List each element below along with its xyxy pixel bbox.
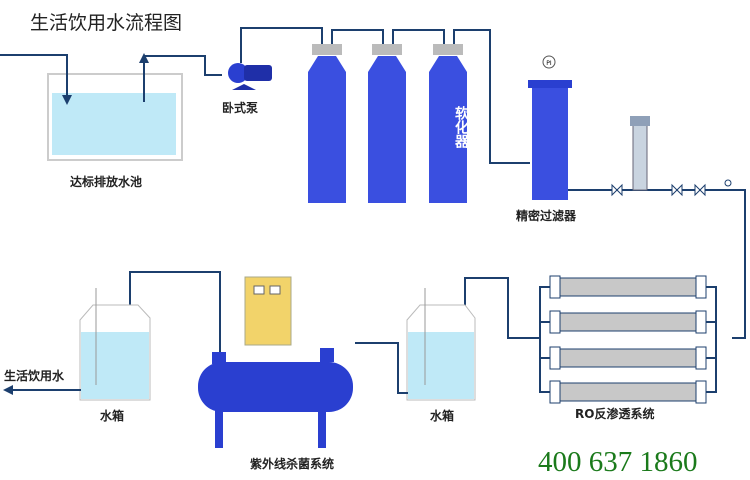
pipe-to-quartz: [240, 27, 323, 63]
pump: 卧式泵: [222, 63, 272, 115]
ro-tube-end-cap: [549, 275, 561, 299]
pipe-to-tank-1: [125, 271, 221, 352]
phone-number: 400 637 1860: [538, 446, 698, 478]
tank-1: 水箱: [79, 288, 151, 423]
tank-1-label: 水箱: [100, 408, 124, 423]
ro-tube-end-cap: [549, 310, 561, 334]
precision-filter-label: 精密过滤器: [516, 208, 577, 223]
pressure-gauge-label: PI: [546, 60, 552, 67]
tank-2: 水箱: [406, 288, 476, 423]
ro-tube-end-cap: [695, 346, 707, 370]
pool: 达标排放水池: [47, 73, 183, 189]
uv-sterilizer: 紫外线杀菌系统: [198, 276, 353, 471]
ro-label: RO反渗透系统: [575, 406, 654, 421]
pipe-to-uv: [355, 342, 408, 394]
pipe-to-ro: [568, 189, 746, 339]
high-pressure-pump: [630, 116, 650, 191]
ro-membrane-tube: [555, 382, 697, 402]
pipe-to-carbon: [331, 29, 384, 45]
precision-filter: PI 精密过滤器: [516, 55, 577, 223]
uv-label: 紫外线杀菌系统: [250, 456, 334, 471]
ro-system: RO反渗透系统: [464, 275, 717, 421]
ro-left-manifold: [464, 277, 552, 393]
pipe-to-pump: [144, 55, 222, 76]
ro-membrane-tube: [555, 277, 697, 297]
output-label: 生活饮用水: [4, 368, 65, 383]
ro-tube-end-cap: [695, 380, 707, 404]
ro-right-manifold: [705, 286, 717, 393]
filter-softener: 软化器: [427, 44, 470, 203]
ro-tube-end-cap: [549, 346, 561, 370]
pool-label: 达标排放水池: [70, 174, 142, 189]
ro-tube-end-cap: [695, 310, 707, 334]
tank-2-label: 水箱: [430, 408, 454, 423]
inlet-pipe: [0, 54, 72, 105]
ro-membrane-tube: [555, 312, 697, 332]
filter-carbon: 活性炭过滤器: [345, 44, 430, 203]
filter-quartz: 石英砂过滤器: [285, 44, 370, 203]
pipe-to-softener: [392, 29, 445, 45]
valves: [611, 179, 732, 197]
pump-label: 卧式泵: [222, 100, 258, 115]
diagram-title: 生活饮用水流程图: [30, 12, 182, 34]
ro-tube-end-cap: [695, 275, 707, 299]
pipe-to-precision: [453, 29, 530, 164]
ro-membrane-tube: [555, 348, 697, 368]
ro-tube-end-cap: [549, 380, 561, 404]
